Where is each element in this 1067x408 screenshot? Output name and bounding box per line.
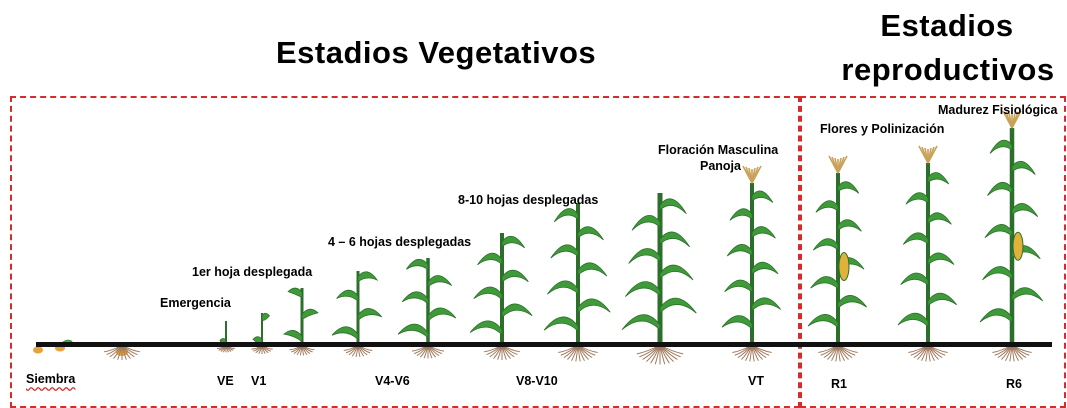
hojas-8-10-label: 8-10 hojas desplegadas bbox=[458, 193, 598, 208]
floracion-label-line1: Floración Masculina bbox=[658, 143, 778, 158]
seed-roots-icon bbox=[104, 345, 140, 360]
primera-hoja-label: 1er hoja desplegada bbox=[192, 265, 312, 280]
stage-v1: V1 bbox=[251, 374, 266, 388]
floracion-label-line2: Panoja bbox=[700, 159, 741, 174]
plant-r6 bbox=[980, 111, 1043, 361]
plant-v8 bbox=[470, 233, 532, 360]
stage-r1: R1 bbox=[831, 377, 847, 391]
madurez-label: Madurez Fisiológica bbox=[938, 103, 1057, 118]
plant-r3 bbox=[898, 146, 957, 361]
flores-label: Flores y Polinización bbox=[820, 122, 944, 137]
plant-v14 bbox=[622, 193, 696, 365]
plant-v1 bbox=[251, 313, 272, 354]
stage-v4-v6: V4-V6 bbox=[375, 374, 410, 388]
stage-v8-v10: V8-V10 bbox=[516, 374, 558, 388]
stage-r6: R6 bbox=[1006, 377, 1022, 391]
stage-vt: VT bbox=[748, 374, 764, 388]
plant-r1 bbox=[808, 156, 867, 361]
stage-siembra: Siembra bbox=[26, 372, 75, 386]
plant-ve bbox=[217, 321, 235, 353]
hojas-4-6-label: 4 – 6 hojas desplegadas bbox=[328, 235, 471, 250]
plant-vt bbox=[722, 166, 781, 361]
stage-ve: VE bbox=[217, 374, 234, 388]
ground-line bbox=[36, 342, 1052, 347]
seed-icon bbox=[33, 347, 43, 354]
plant-v10 bbox=[544, 203, 610, 361]
emergencia-label: Emergencia bbox=[160, 296, 231, 311]
